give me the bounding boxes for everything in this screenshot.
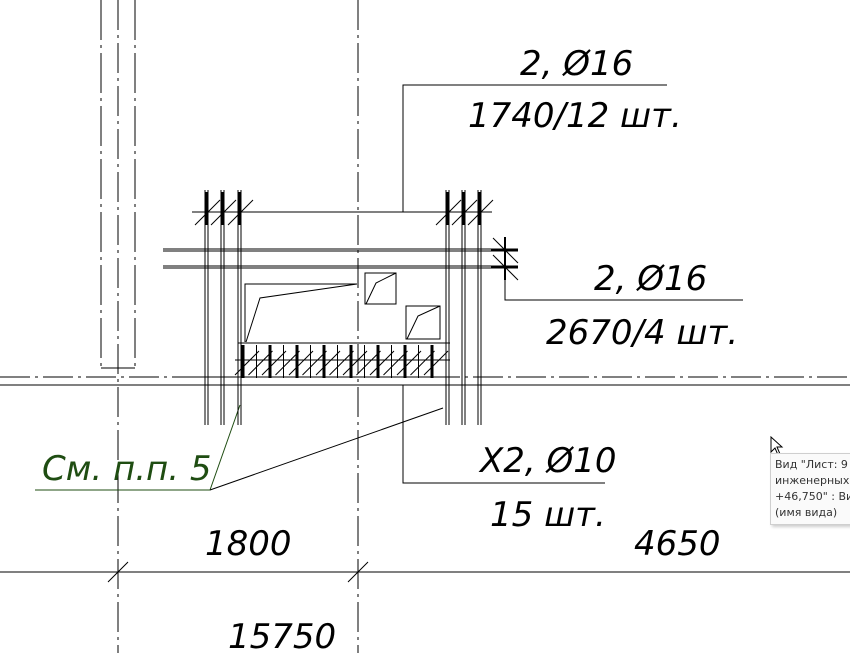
tag2-top: 2, Ø16 — [594, 259, 707, 299]
dimension-1800: 1800 — [205, 524, 292, 564]
stirrup-tick — [261, 350, 287, 376]
tag1-top: 2, Ø16 — [520, 44, 633, 84]
leader-tag3 — [402, 385, 605, 484]
tooltip-line: Вид "Лист: 9 - — [775, 458, 850, 471]
stirrup-tick — [396, 350, 422, 376]
rebar-tick — [210, 199, 237, 226]
rebar-tick — [451, 199, 478, 226]
rebar-tick — [194, 199, 221, 226]
rebar-tick — [227, 199, 254, 226]
dimension-15750: 15750 — [228, 617, 336, 653]
leader-tag1 — [402, 84, 667, 212]
rebar-tick — [435, 199, 462, 226]
stirrup-tick — [288, 350, 314, 376]
rebar-tick — [467, 199, 494, 226]
see-note-text: См. п.п. 5 — [42, 449, 212, 489]
tooltip-line: +46,750" : Вид — [775, 490, 850, 503]
stirrup-tick — [315, 350, 341, 376]
dimension-tick — [347, 561, 369, 583]
stirrup-tick — [342, 350, 368, 376]
tag2-bottom: 2670/4 шт. — [546, 313, 738, 353]
stirrup-tick — [234, 350, 260, 376]
dimension-tick — [107, 561, 129, 583]
tag3-bottom: 15 шт. — [490, 495, 606, 535]
dimension-4650: 4650 — [634, 524, 721, 564]
tag3-top: X2, Ø10 — [478, 441, 617, 481]
tooltip-line: (имя вида) — [775, 506, 838, 519]
tag1-bottom: 1740/12 шт. — [468, 96, 682, 136]
stirrup-tick — [369, 350, 395, 376]
tooltip-line: инженерных — [775, 474, 850, 487]
view-tooltip: Вид "Лист: 9 - инженерных +46,750" : Вид… — [770, 453, 850, 525]
stirrup-tick — [423, 350, 449, 376]
